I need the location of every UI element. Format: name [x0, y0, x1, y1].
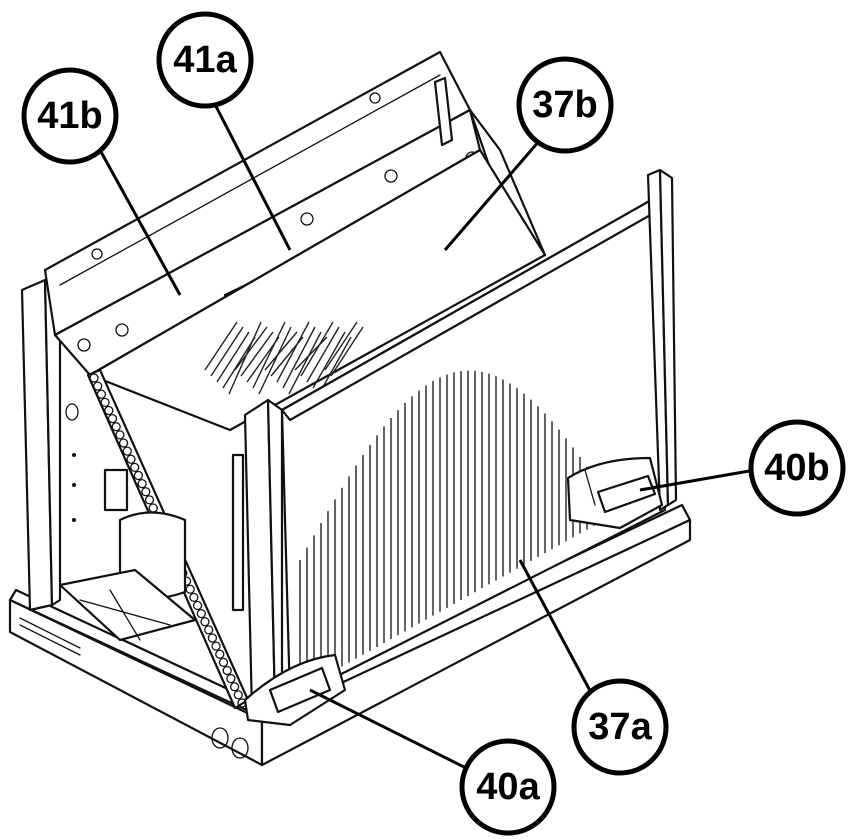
rear-fin-line	[318, 336, 352, 395]
coil-tube-bend	[141, 487, 151, 497]
callout-41a: 41a	[156, 11, 254, 109]
coil-tube-bend	[192, 600, 203, 611]
compressor	[58, 468, 197, 642]
coil-tube-bend	[233, 690, 243, 700]
center-post	[231, 398, 284, 714]
coil-tube-bend	[204, 625, 214, 635]
callout-40a-label: 40a	[476, 766, 540, 808]
coil-tube-bend	[111, 422, 121, 432]
leader-40b	[639, 468, 756, 492]
coil-tube-bend	[115, 430, 125, 440]
callout-41b-label: 41b	[37, 95, 102, 137]
coil-tube-bend	[144, 495, 155, 505]
leader-41a	[203, 84, 292, 251]
coil-tube-bend	[229, 682, 240, 692]
callout-40b-label: 40b	[764, 447, 829, 489]
coil-tube-bend	[130, 462, 140, 473]
rear-fin-line	[312, 331, 346, 389]
rear-fin-line	[234, 326, 268, 371]
coil-tube-bend	[137, 478, 147, 489]
coil-tube-bend	[207, 633, 218, 643]
rear-fin-line	[276, 321, 310, 383]
coil-tube-bend	[189, 592, 199, 603]
front-right-post	[646, 168, 678, 512]
rear-fin-line	[300, 321, 334, 377]
coil-tube-bend	[196, 608, 206, 619]
callout-41b: 41b	[21, 67, 119, 165]
left-support-bracket	[243, 653, 347, 727]
coil-tube-bend	[100, 397, 110, 408]
coil-tube-bend	[122, 446, 132, 456]
rear-fin-line	[330, 326, 364, 377]
coil-tube-bend	[222, 665, 232, 676]
rear-fin-line	[288, 331, 322, 395]
rear-fin-line	[210, 326, 244, 377]
rear-fin-line	[258, 326, 292, 395]
leader-lines	[98, 84, 756, 772]
left-end-panel	[20, 278, 79, 612]
rear-fin-line	[252, 321, 286, 389]
rear-fin-line	[204, 321, 238, 371]
callout-37a-label: 37a	[588, 706, 652, 748]
coil-tube-bend	[218, 657, 229, 668]
coil-tube-bend	[226, 673, 236, 684]
leader-40a	[309, 688, 471, 772]
rear-fin-line	[228, 321, 262, 395]
rear-fin-line	[264, 331, 298, 371]
coil-tube-bend	[118, 438, 129, 448]
coil-tube-bend	[185, 584, 195, 594]
leader-37b	[443, 139, 542, 251]
rear-fin-line	[216, 331, 250, 383]
coil-tube-bend	[93, 381, 103, 391]
callout-37a: 37a	[571, 678, 669, 776]
coil-tube-bend	[126, 454, 136, 464]
coil-tube-bend	[107, 413, 118, 424]
callout-40a: 40a	[459, 738, 557, 836]
callout-37b: 37b	[516, 56, 614, 154]
coil-tube-bend	[96, 389, 107, 399]
coil-tube-bend	[89, 373, 99, 383]
base-pan	[8, 503, 692, 767]
callout-41a-label: 41a	[173, 39, 237, 81]
rear-fin-line	[294, 336, 328, 371]
rear-coil-fins	[88, 148, 547, 432]
rear-fin-line	[240, 331, 274, 377]
rear-fin-line	[324, 321, 358, 371]
coil-tube-bend	[215, 649, 225, 659]
rear-fin-line	[306, 326, 340, 383]
coil-tube-bend	[133, 470, 144, 481]
coil-tube-bend	[211, 641, 221, 651]
callout-40b: 40b	[748, 419, 846, 517]
leader-37a	[518, 559, 597, 701]
callout-37b-label: 37b	[532, 84, 597, 126]
leader-41b	[98, 149, 182, 296]
coil-tube-bend	[200, 617, 210, 627]
coil-tube-bend	[104, 405, 114, 416]
right-support-bracket	[566, 456, 664, 530]
rear-fin-line	[222, 336, 256, 389]
rear-fin-line	[282, 326, 316, 389]
